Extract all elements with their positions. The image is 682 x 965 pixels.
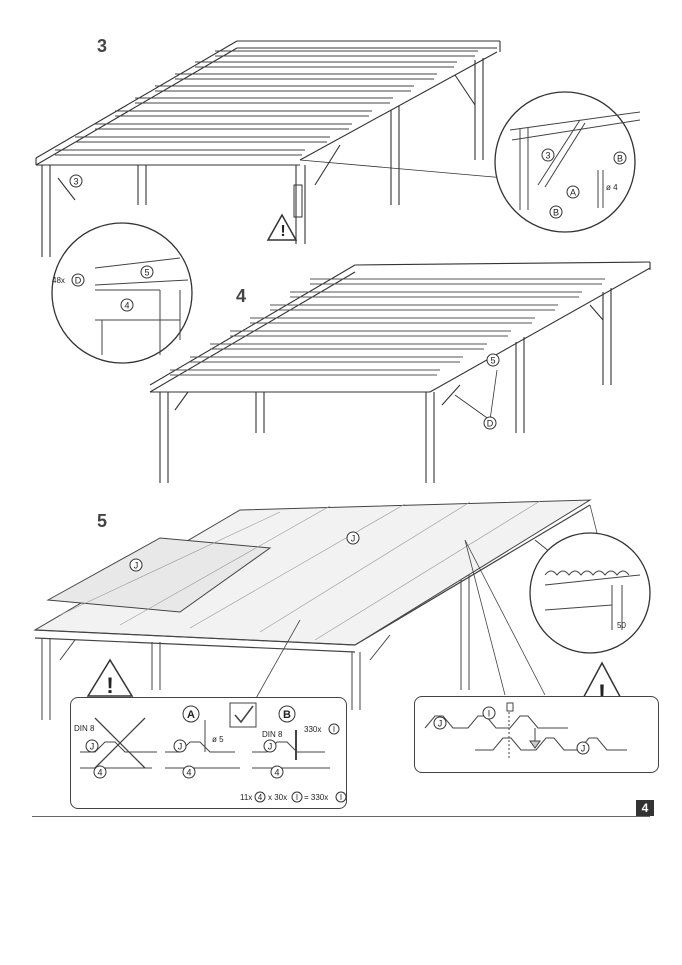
label-din8-left: DIN 8 xyxy=(74,724,95,733)
label-part-3-detail: 3 xyxy=(545,151,550,161)
label-part-5-frame: 5 xyxy=(490,356,495,366)
label-part-B-bottom: B xyxy=(553,208,559,218)
label-step-B: B xyxy=(283,709,291,721)
label-step-A: A xyxy=(187,709,195,721)
label-J-panel-mid: J xyxy=(178,742,183,752)
label-part-B-top: B xyxy=(617,154,623,164)
formula-part-4: 4 xyxy=(258,793,263,802)
label-J-overlap-top: J xyxy=(438,719,443,729)
label-part-D-frame: D xyxy=(487,419,494,429)
warning-mark-step5-left: ! xyxy=(106,673,113,698)
label-din8-right: DIN 8 xyxy=(262,730,283,739)
label-drill-5: ø 5 xyxy=(212,735,224,744)
label-count-330: 330x xyxy=(304,725,321,734)
warning-mark-step5-right: ! xyxy=(598,680,606,707)
label-J-panel-right: J xyxy=(268,742,273,752)
label-4-panel-mid: 4 xyxy=(186,768,191,778)
label-part-D-detail: D xyxy=(75,276,82,286)
formula-part-I: I xyxy=(296,793,298,802)
label-count-48: 48x xyxy=(52,276,65,285)
label-4-panel-left: 4 xyxy=(97,768,102,778)
label-part-A: A xyxy=(570,188,576,198)
label-part-J-sheet-left: J xyxy=(134,561,139,571)
label-J-overlap-bottom: J xyxy=(581,744,586,754)
step-5-number: 5 xyxy=(97,511,108,531)
label-part-4-detail: 4 xyxy=(124,301,129,311)
label-part-5-detail: 5 xyxy=(144,268,149,278)
screw-instruction-panel xyxy=(70,697,347,809)
formula-count-11: 11x xyxy=(240,793,252,802)
warning-mark-step3: ! xyxy=(280,223,285,240)
step-4-number: 4 xyxy=(236,286,247,306)
formula-count-30: x 30x xyxy=(268,793,287,802)
formula-total-330: = 330x xyxy=(304,793,328,802)
step-3-number: 3 xyxy=(97,36,108,56)
label-dim-50: 50 xyxy=(617,621,626,630)
label-4-panel-right: 4 xyxy=(274,768,279,778)
label-drill-4: ø 4 xyxy=(606,183,618,192)
label-I-overlap: I xyxy=(488,709,491,719)
label-J-panel-left: J xyxy=(90,742,95,752)
label-part-J-sheet-top: J xyxy=(351,534,356,544)
label-I-count: I xyxy=(333,725,335,734)
page-number-badge: 4 xyxy=(636,800,654,816)
footer-rule xyxy=(32,816,650,817)
formula-part-I-total: I xyxy=(340,793,342,802)
label-part-3-frame: 3 xyxy=(73,177,78,187)
sheet-overlap-panel xyxy=(414,696,659,773)
